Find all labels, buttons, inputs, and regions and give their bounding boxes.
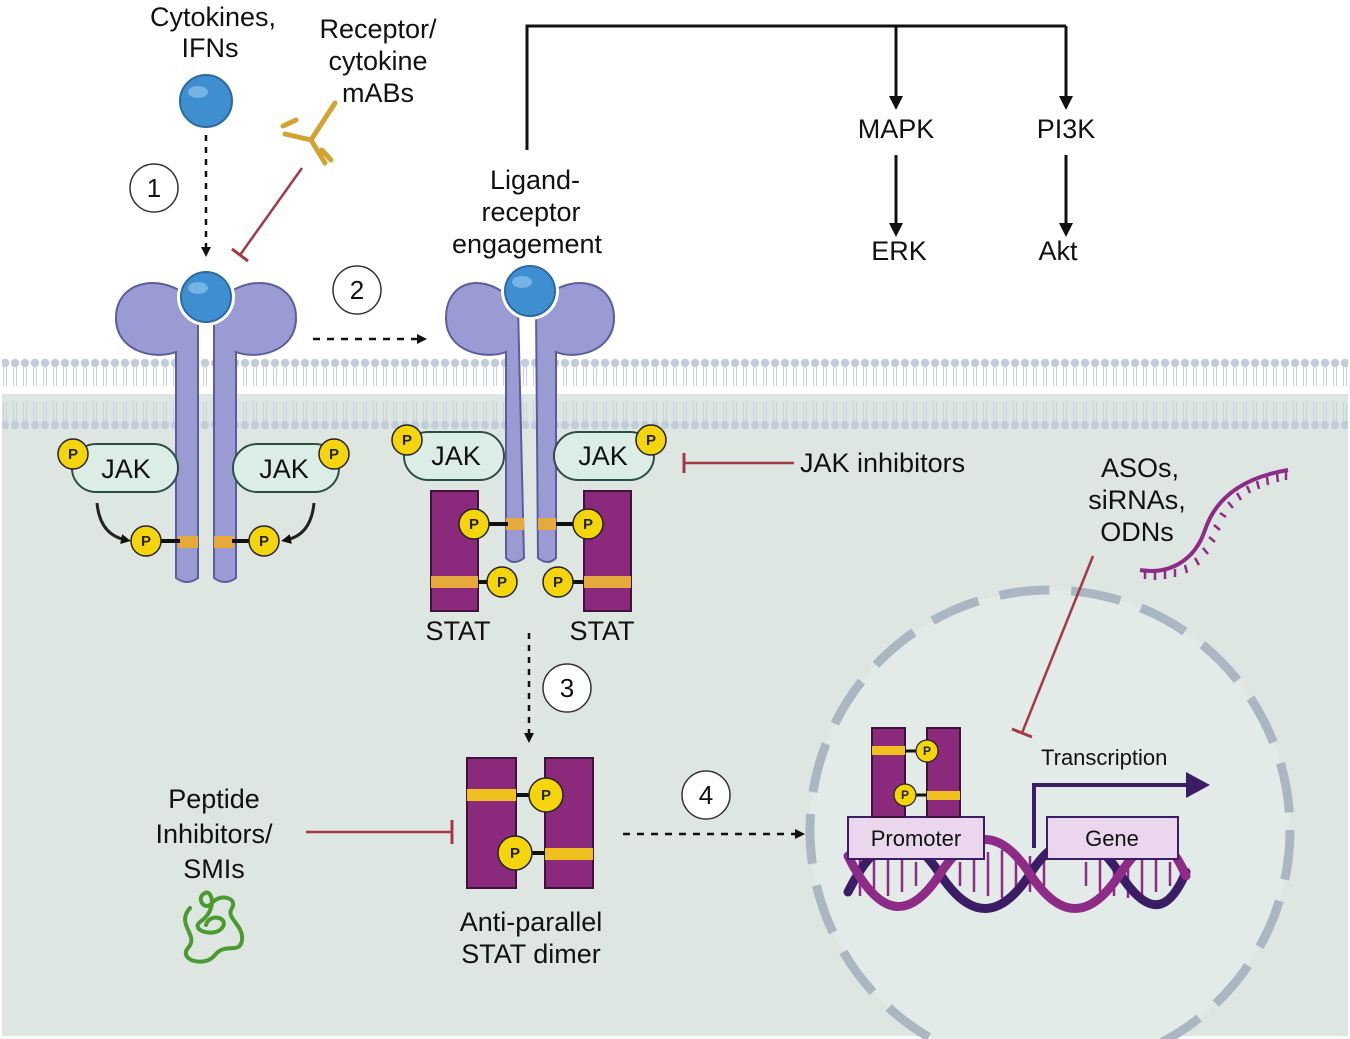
mabs-inhibition: [231, 167, 304, 263]
svg-text:P: P: [901, 788, 909, 802]
gene-box: Gene: [1046, 816, 1179, 860]
phospho-jak-left-2: P: [318, 438, 350, 470]
mapk-pi3k-branches: [525, 24, 1073, 237]
peptide-coil-icon: [183, 890, 245, 964]
erk-label: ERK: [871, 236, 927, 266]
mabs-label-line3: mABs: [342, 78, 414, 108]
receptor-phospho-site-right: P: [232, 525, 280, 557]
dimer-label-line1: Anti-parallel: [460, 907, 603, 937]
step-1-marker: 1: [129, 163, 179, 213]
cytokines-label-line1: Cytokines,: [150, 2, 276, 32]
stat-monomer-right: P P: [542, 490, 632, 612]
svg-text:P: P: [402, 432, 412, 449]
anti-parallel-stat-dimer: P P: [466, 757, 594, 889]
svg-text:3: 3: [560, 673, 574, 703]
akt-label: Akt: [1038, 236, 1078, 266]
svg-text:P: P: [259, 533, 269, 550]
peptide-label-line3: SMIs: [183, 854, 245, 884]
peptide-label-line2: Inhibitors/: [155, 819, 273, 849]
step-4-marker: 4: [681, 770, 731, 820]
bound-cytokine-middle: [501, 262, 559, 320]
mapk-label: MAPK: [858, 114, 935, 144]
oligos-label-line1: ASOs,: [1101, 453, 1179, 483]
cytokines-label-line2: IFNs: [182, 33, 239, 63]
ligand-label-line2: receptor: [481, 197, 580, 227]
step-3-marker: 3: [542, 663, 592, 713]
nucleus: [805, 585, 1295, 1039]
svg-text:P: P: [583, 516, 593, 533]
stat-monomer-left: P P: [430, 490, 518, 612]
svg-text:P: P: [141, 533, 151, 550]
bound-cytokine-left: [177, 268, 235, 326]
jak-middle-2: JAK: [553, 431, 655, 481]
receptor-phospho-site-left: P: [130, 525, 180, 557]
oligos-label-line3: ODNs: [1100, 517, 1174, 547]
svg-text:JAK: JAK: [578, 441, 628, 471]
svg-text:JAK: JAK: [431, 441, 481, 471]
transcription-arrow: [1032, 772, 1210, 848]
dimer-label-line2: STAT dimer: [461, 939, 601, 969]
svg-text:4: 4: [699, 780, 713, 810]
oligonucleotide-strand-icon: [1139, 468, 1289, 580]
svg-text:JAK: JAK: [101, 454, 151, 484]
antibody-icon: [280, 100, 338, 166]
pi3k-label: PI3K: [1037, 114, 1096, 144]
svg-text:2: 2: [350, 275, 364, 305]
promoter-box: Promoter: [847, 816, 985, 860]
nuclear-stat-dimer: P P: [871, 727, 961, 818]
mabs-label-line2: cytokine: [328, 46, 427, 76]
phospho-jak-middle-1: P: [391, 424, 423, 456]
peptide-inhibitor-line: [306, 820, 454, 844]
step-2-marker: 2: [332, 265, 382, 315]
stat-label-left: STAT: [426, 616, 491, 646]
svg-text:P: P: [469, 516, 479, 533]
oligos-label-line2: siRNAs,: [1088, 485, 1186, 515]
ligand-label-line3: engagement: [452, 229, 603, 259]
mabs-label-line1: Receptor/: [319, 14, 437, 44]
svg-text:P: P: [646, 432, 656, 449]
transphosphorylation-arrow-right: [281, 502, 316, 544]
cell-membrane: [2, 358, 1348, 430]
svg-text:Promoter: Promoter: [871, 826, 961, 851]
transphosphorylation-arrow-left: [95, 502, 131, 544]
svg-text:P: P: [923, 744, 931, 758]
peptide-label-line1: Peptide: [168, 784, 260, 814]
svg-text:P: P: [68, 446, 78, 463]
svg-text:P: P: [541, 787, 551, 804]
stat-label-right: STAT: [570, 616, 635, 646]
free-cytokine-ligand: [179, 74, 233, 128]
receptor-left: [114, 282, 298, 583]
jak-middle-1: JAK: [403, 431, 505, 481]
jak-inhibitors-label: JAK inhibitors: [800, 448, 965, 478]
svg-text:P: P: [329, 446, 339, 463]
svg-text:P: P: [497, 574, 507, 591]
svg-text:P: P: [510, 845, 520, 862]
jak-inhibitor-line: [682, 453, 794, 473]
svg-text:JAK: JAK: [259, 454, 309, 484]
svg-text:P: P: [553, 574, 563, 591]
svg-text:Gene: Gene: [1085, 826, 1139, 851]
ligand-label-line1: Ligand-: [490, 165, 580, 195]
svg-text:1: 1: [147, 173, 161, 203]
transcription-label: Transcription: [1041, 745, 1167, 770]
phospho-jak-left-1: P: [57, 438, 89, 470]
phospho-jak-middle-2: P: [635, 424, 667, 456]
oligo-inhibition: [1011, 555, 1095, 739]
